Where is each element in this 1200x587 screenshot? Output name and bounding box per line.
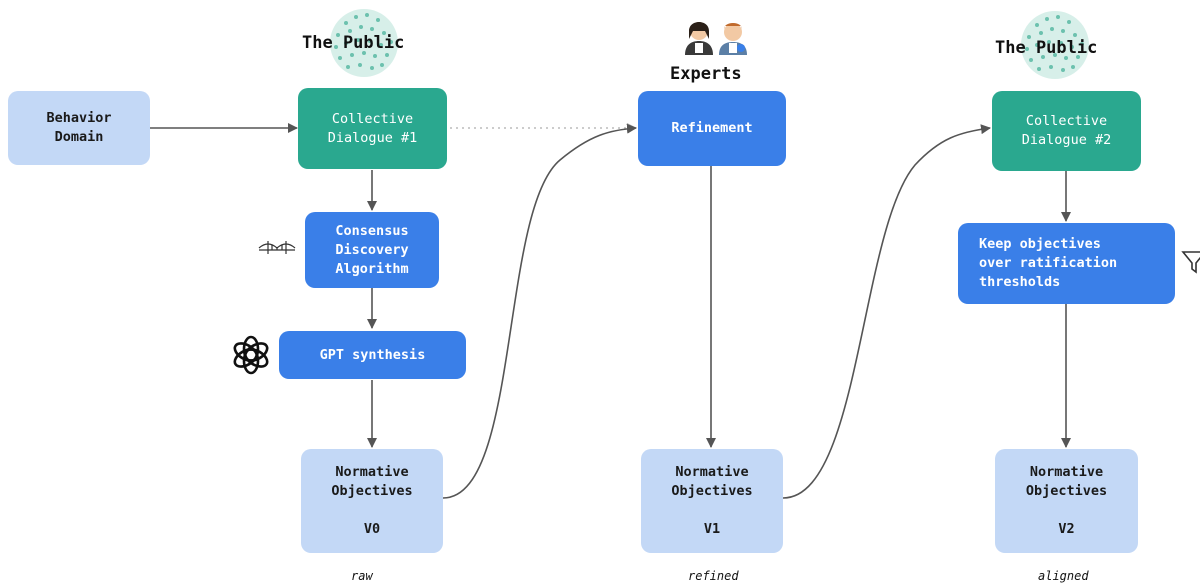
caption-refined: refined — [688, 569, 739, 583]
caption-raw: raw — [351, 569, 373, 583]
openai-logo-icon — [233, 335, 269, 375]
crowd-icon — [330, 9, 398, 77]
experts-label: Experts — [670, 64, 742, 84]
refinement-node: Refinement — [638, 91, 786, 166]
public-label-1: The Public — [302, 33, 405, 53]
gpt-synthesis-node: GPT synthesis — [279, 331, 466, 379]
filter-icon — [1181, 251, 1200, 274]
arrow-v1-to-dialogue2 — [782, 124, 991, 499]
public-label-2: The Public — [995, 38, 1098, 58]
experts-icon — [685, 22, 747, 55]
crowd-icon — [1021, 11, 1089, 79]
caption-aligned: aligned — [1038, 569, 1089, 583]
bridge-icon — [258, 241, 296, 254]
arrow-v0-to-refinement — [442, 123, 637, 499]
